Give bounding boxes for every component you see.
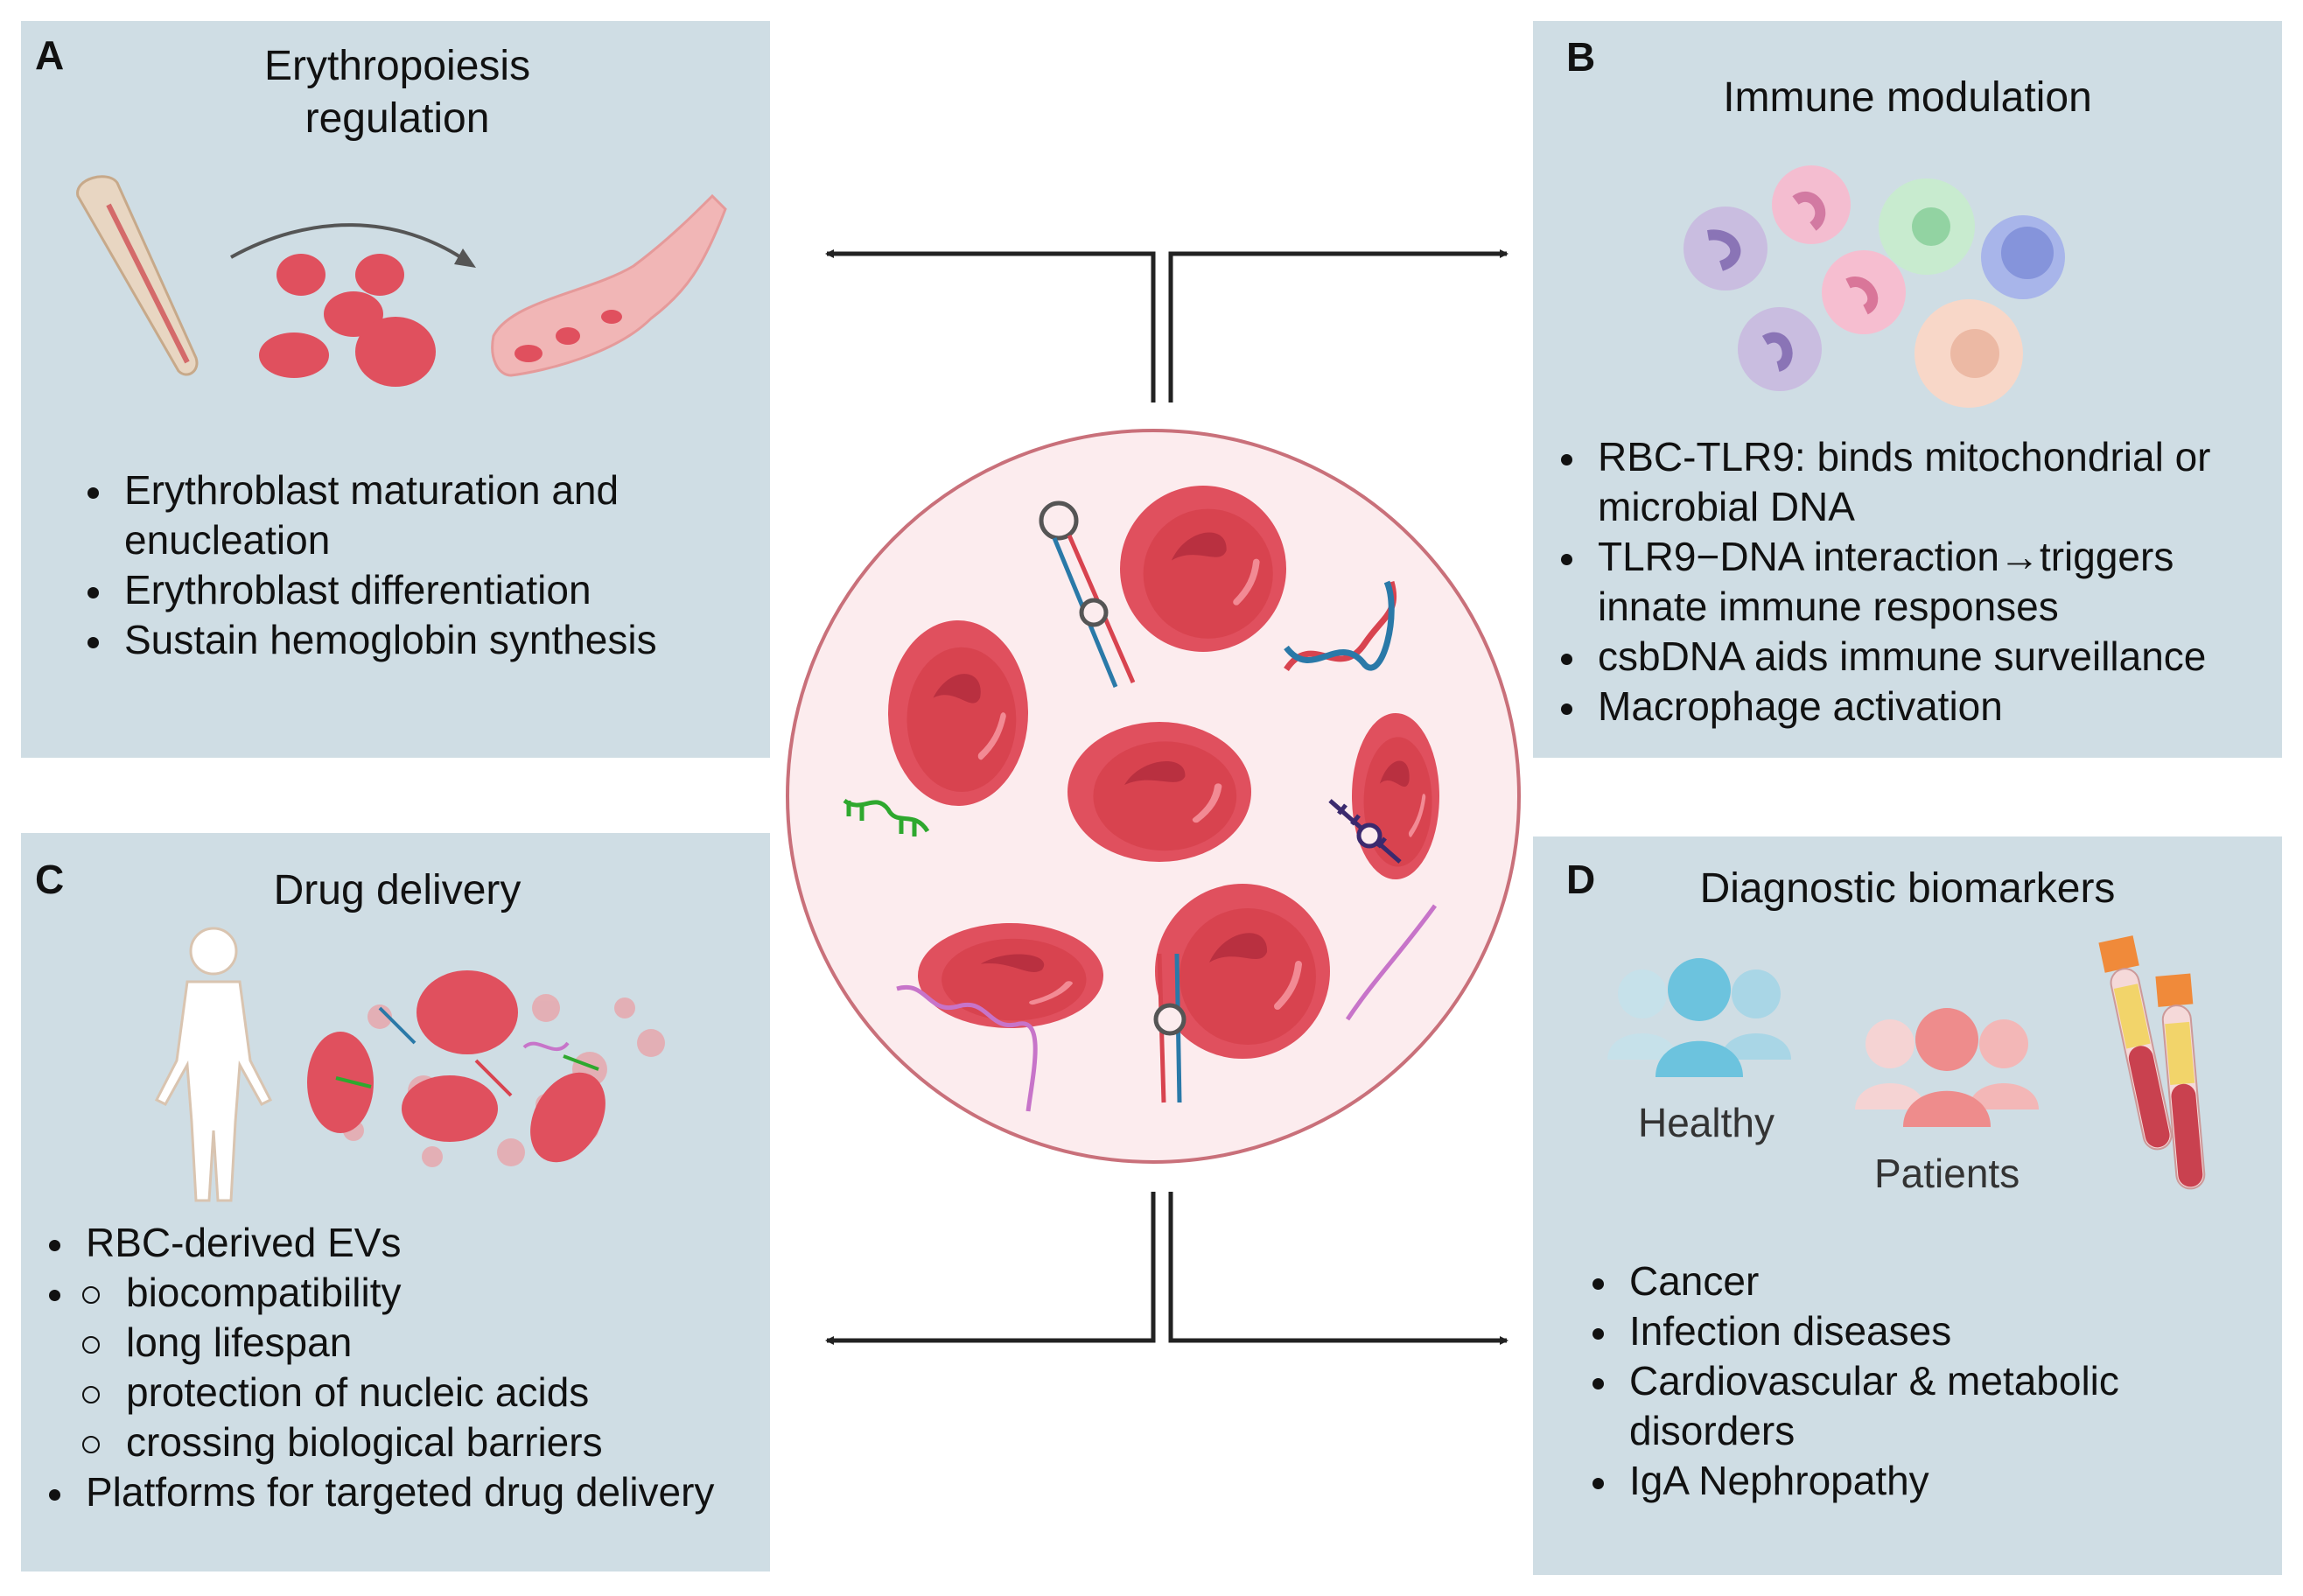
panel-letter: D	[1566, 857, 1596, 902]
rna-strand-icon	[896, 904, 1438, 1112]
red-blood-cell-icon	[307, 970, 606, 1163]
panel-letter: A	[35, 32, 65, 78]
panel-diagnostic-biomarkers: D Diagnostic biomarkers	[1533, 836, 2282, 1575]
arrow-icon	[230, 223, 469, 263]
rna-hairpin-icon	[1039, 500, 1136, 688]
list-item: Cardiovascular & metabolic disorders	[1582, 1356, 2264, 1456]
list-item: Infection diseases	[1582, 1306, 2264, 1356]
drug-delivery-illustration	[154, 927, 665, 1202]
panel-title: Drug delivery	[273, 867, 522, 914]
list-item: RBC-derived EVs	[38, 1218, 765, 1268]
list-item: RBC-TLR9: binds mitochondrial or microbi…	[1550, 432, 2268, 532]
dna-icon	[1284, 580, 1397, 672]
bullet-list: Cancer Infection diseases Cardiovascular…	[1582, 1256, 2264, 1506]
rna-fragment-icon	[843, 798, 930, 836]
panel-title: Erythropoiesis regulation	[21, 40, 774, 145]
erythropoiesis-illustration	[76, 175, 727, 387]
panel-immune-modulation: B Immune modulation RBC-TLR9: binds mito…	[1533, 21, 2282, 758]
bullet-list: RBC-derived EVs biocompatibility long li…	[38, 1218, 765, 1517]
immune-cells-icon	[1684, 165, 2065, 408]
list-item: Cancer	[1582, 1256, 2264, 1306]
blood-vessel-icon	[491, 193, 727, 377]
sub-list-item: long lifespan	[38, 1318, 765, 1368]
list-item: Macrophage activation	[1550, 682, 2268, 732]
arrow-icon	[825, 249, 1508, 1345]
list-item: TLR9−DNA interaction→triggers innate imm…	[1550, 532, 2268, 632]
people-group-icon	[1607, 935, 2206, 1190]
healthy-group-icon	[1607, 958, 1791, 1077]
rna-fragment-icon	[1328, 799, 1402, 864]
healthy-label: Healthy	[1638, 1100, 1774, 1145]
list-item: Platforms for targeted drug delivery	[38, 1467, 765, 1517]
panel-title: Diagnostic biomarkers	[1699, 865, 2116, 912]
sub-list-wrapper: biocompatibility long lifespan protectio…	[38, 1268, 765, 1467]
panel-title-line2: regulation	[304, 95, 490, 142]
rna-hairpin-icon	[1153, 953, 1186, 1103]
panel-letter: B	[1566, 34, 1596, 80]
sub-list-item: crossing biological barriers	[38, 1418, 765, 1467]
panel-title: Immune modulation	[1723, 74, 2092, 121]
list-item: IgA Nephropathy	[1582, 1456, 2264, 1506]
patients-group-icon	[1855, 1008, 2039, 1127]
sub-list-item: protection of nucleic acids	[38, 1368, 765, 1418]
panel-drug-delivery: C Drug delivery RBC-derived EVs bi	[21, 833, 770, 1572]
sub-list-item: biocompatibility	[38, 1268, 765, 1318]
panel-letter: C	[35, 857, 65, 902]
red-blood-cell-icon	[259, 254, 436, 387]
bullet-list: RBC-TLR9: binds mitochondrial or microbi…	[1550, 432, 2268, 732]
panel-erythropoiesis: A Erythropoiesis regulation Erythroblast…	[21, 21, 770, 758]
sub-bullet-list: biocompatibility long lifespan protectio…	[38, 1268, 765, 1467]
bone-icon	[76, 175, 199, 376]
patients-label: Patients	[1874, 1151, 2020, 1196]
list-item: Erythroblast maturation and enucleation	[77, 466, 742, 565]
human-body-icon	[154, 927, 273, 1202]
list-item: Erythroblast differentiation	[77, 565, 742, 615]
list-item: csbDNA aids immune surveillance	[1550, 632, 2268, 682]
blood-tube-icon	[2098, 935, 2206, 1190]
panel-title-line1: Erythropoiesis	[263, 43, 531, 89]
bullet-list: Erythroblast maturation and enucleation …	[77, 466, 742, 665]
list-item: Sustain hemoglobin synthesis	[77, 615, 742, 665]
